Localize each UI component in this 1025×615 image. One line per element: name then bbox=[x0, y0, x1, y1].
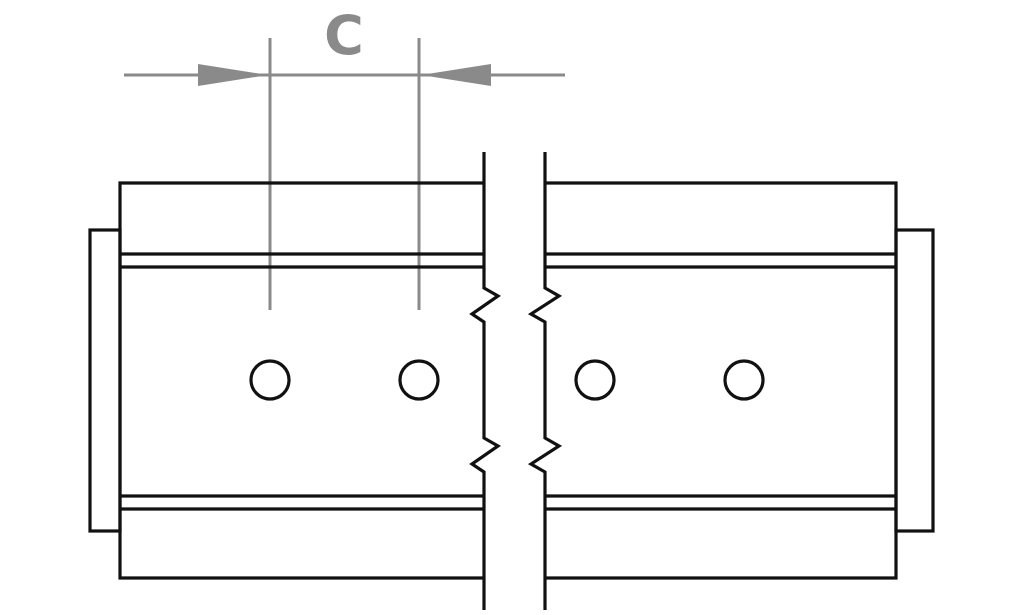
left-break-line bbox=[469, 152, 501, 610]
right-rail-body bbox=[545, 181, 898, 580]
arrowhead-right bbox=[421, 64, 491, 86]
right-break-line bbox=[527, 152, 563, 610]
mounting-hole-3 bbox=[574, 359, 616, 401]
mounting-hole-2 bbox=[398, 359, 440, 401]
dimension-c: C bbox=[124, 4, 565, 310]
right-end-plate bbox=[894, 228, 935, 533]
left-rail-body bbox=[118, 181, 484, 580]
arrowhead-left bbox=[198, 64, 268, 86]
mounting-hole-1 bbox=[249, 359, 291, 401]
dimension-label: C bbox=[324, 4, 364, 67]
left-end-plate bbox=[88, 228, 122, 533]
right-rail-section bbox=[527, 152, 935, 610]
mounting-hole-4 bbox=[723, 359, 765, 401]
left-rail-section bbox=[88, 152, 501, 610]
